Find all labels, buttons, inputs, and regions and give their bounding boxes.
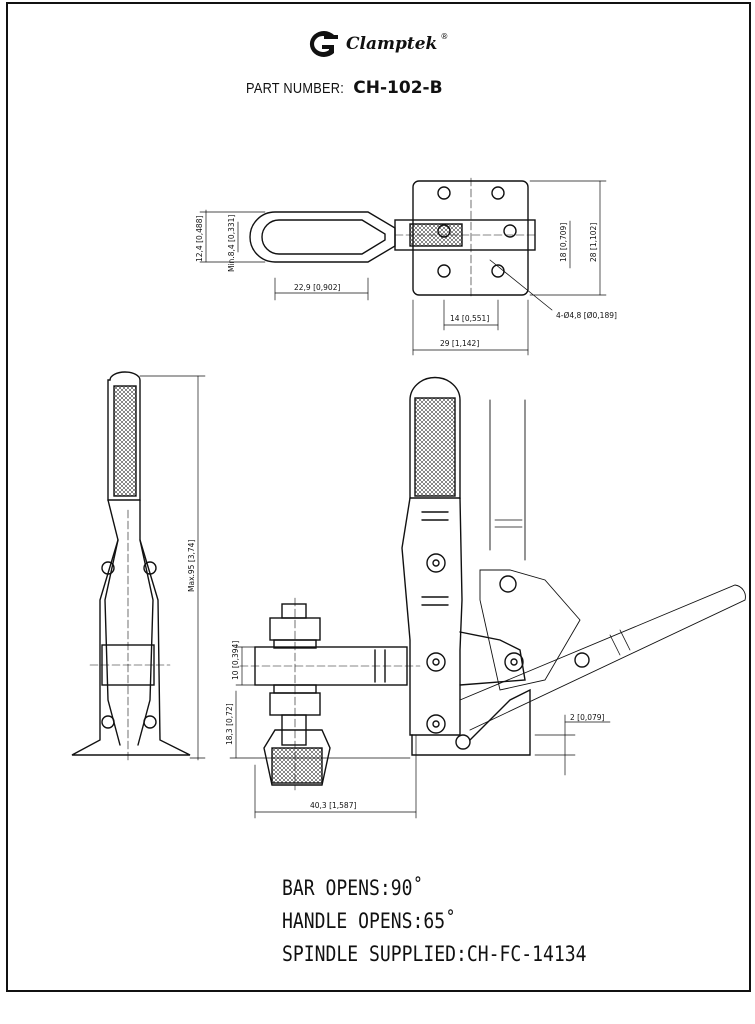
dim-min-8-4: Min.8,4 [0,331] <box>227 215 236 272</box>
dim-18-3: 18,3 [0,72] <box>225 703 234 745</box>
dim-28: 28 [1,102] <box>589 223 598 262</box>
dim-14: 14 [0,551] <box>450 314 489 323</box>
top-view-dimension-lines <box>199 180 607 356</box>
top-view <box>249 177 553 311</box>
clamptek-logo-icon <box>309 31 338 57</box>
part-number-line: PART NUMBER: CH-102-B <box>246 78 443 98</box>
note-spindle: SPINDLE SUPPLIED:CH-FC-14134 <box>282 942 587 966</box>
spec-notes: BAR OPENS:90˚ HANDLE OPENS:65˚ SPINDLE S… <box>282 872 586 971</box>
dim-12-4: 12,4 [0,488] <box>195 216 204 262</box>
dim-max-95: Max.95 [3,74] <box>187 540 196 592</box>
note-handle-opens: HANDLE OPENS:65˚ <box>282 909 456 933</box>
front-view-dimension-lines <box>229 646 611 819</box>
side-view <box>71 371 191 761</box>
dim-22-9: 22,9 [0,902] <box>294 283 340 292</box>
part-number-label: PART NUMBER: <box>246 80 345 97</box>
brand-logo: Clamptek ® <box>304 28 451 60</box>
dim-hole-4x4-8: 4-Ø4,8 [Ø0,189] <box>556 311 617 320</box>
dim-10: 10 [0,394] <box>231 641 240 680</box>
dim-2: 2 [0,079] <box>570 713 605 722</box>
drawing-frame <box>6 2 751 992</box>
frame-top-border <box>6 2 751 4</box>
dim-40-3: 40,3 [1,587] <box>310 801 356 810</box>
front-view <box>239 376 746 791</box>
dimension-labels: 12,4 [0,488] Min.8,4 [0,331] 22,9 [0,902… <box>187 215 617 810</box>
note-bar-opens: BAR OPENS:90˚ <box>282 876 424 900</box>
trademark-symbol: ® <box>440 31 449 41</box>
part-number-value: CH-102-B <box>353 78 443 98</box>
side-view-dimension-lines <box>139 375 206 761</box>
brand-name: Clamptek <box>346 34 438 54</box>
dim-29: 29 [1,142] <box>440 339 479 348</box>
dim-18: 18 [0,709] <box>559 223 568 262</box>
